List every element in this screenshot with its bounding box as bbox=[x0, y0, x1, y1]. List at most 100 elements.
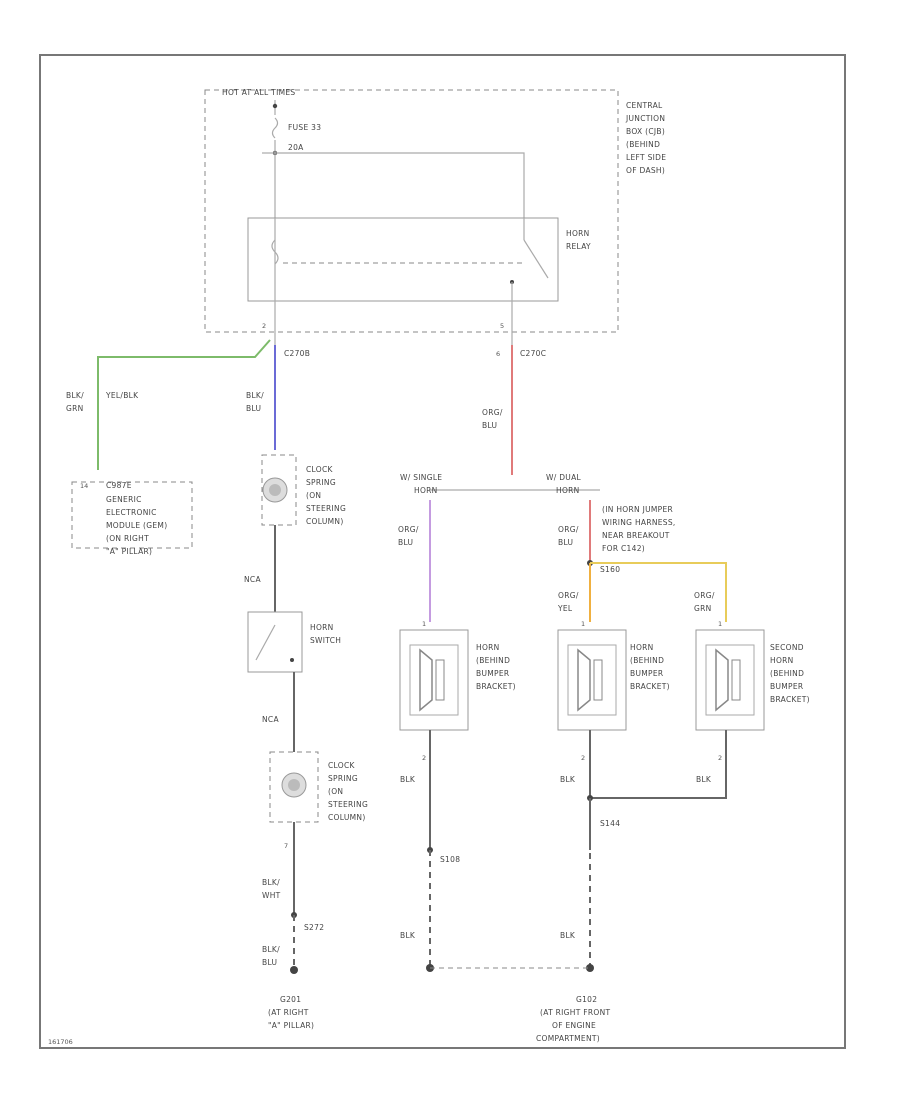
svg-text:(BEHIND: (BEHIND bbox=[476, 656, 510, 665]
horn-switch-label: HORN SWITCH bbox=[310, 623, 341, 645]
wire-grn-label: GRN bbox=[66, 404, 84, 413]
horn-mid-label: HORN (BEHIND BUMPER BRACKET) bbox=[630, 643, 670, 691]
svg-text:WHT: WHT bbox=[262, 891, 281, 900]
svg-text:OF DASH): OF DASH) bbox=[626, 166, 665, 175]
svg-text:(ON: (ON bbox=[306, 491, 321, 500]
svg-text:BLK/: BLK/ bbox=[262, 945, 280, 954]
horn-switch-contact bbox=[255, 624, 276, 661]
svg-text:BLU: BLU bbox=[262, 958, 277, 967]
svg-text:STEERING: STEERING bbox=[306, 504, 346, 513]
pin-c5-label: 5 bbox=[500, 322, 504, 330]
svg-text:G102: G102 bbox=[576, 995, 597, 1004]
connector-c270b-label: C270B bbox=[284, 349, 310, 358]
hot-at-all-times-label: HOT AT ALL TIMES bbox=[222, 88, 295, 97]
svg-text:HORN: HORN bbox=[770, 656, 794, 665]
svg-text:ORG/: ORG/ bbox=[558, 591, 579, 600]
svg-text:BUMPER: BUMPER bbox=[476, 669, 509, 678]
horn-left-label: HORN (BEHIND BUMPER BRACKET) bbox=[476, 643, 516, 691]
svg-text:(ON: (ON bbox=[328, 787, 343, 796]
svg-text:ORG/: ORG/ bbox=[558, 525, 579, 534]
svg-text:BLK/: BLK/ bbox=[262, 878, 280, 887]
horn-left-top-pin-label: 1 bbox=[422, 620, 426, 628]
horn-relay-label: HORN RELAY bbox=[566, 229, 591, 251]
ground-g102-symbol bbox=[586, 964, 594, 972]
svg-text:LEFT SIDE: LEFT SIDE bbox=[626, 153, 666, 162]
horn-right-pin-label: 2 bbox=[718, 754, 722, 762]
fuse-symbol bbox=[271, 117, 279, 139]
svg-text:(AT RIGHT FRONT: (AT RIGHT FRONT bbox=[540, 1008, 611, 1017]
clock-spring-bottom-label: CLOCK SPRING (ON STEERING COLUMN) bbox=[328, 761, 368, 822]
svg-text:(BEHIND: (BEHIND bbox=[626, 140, 660, 149]
svg-text:STEERING: STEERING bbox=[328, 800, 368, 809]
svg-text:GENERIC: GENERIC bbox=[106, 495, 142, 504]
svg-text:(BEHIND: (BEHIND bbox=[630, 656, 664, 665]
svg-text:CENTRAL: CENTRAL bbox=[626, 101, 663, 110]
splice-s160-label: S160 bbox=[600, 565, 620, 574]
wire-org-yel-label: ORG/ YEL bbox=[557, 591, 579, 613]
pin-bottom-7-label: 7 bbox=[284, 842, 288, 850]
blk-wire-right-horn bbox=[590, 730, 727, 799]
svg-text:"A" PILLAR): "A" PILLAR) bbox=[106, 547, 152, 556]
svg-text:(AT RIGHT: (AT RIGHT bbox=[268, 1008, 309, 1017]
splice-s272-label: S272 bbox=[304, 923, 324, 932]
svg-text:G201: G201 bbox=[280, 995, 301, 1004]
horn-switch-box bbox=[247, 611, 303, 673]
pin-c6-label: 6 bbox=[496, 350, 500, 358]
wire-org-blu-mid-label: ORG/ BLU bbox=[558, 525, 579, 547]
wire-blk-wht-label: BLK/ WHT bbox=[262, 878, 281, 900]
wire-blk-left-label: BLK bbox=[400, 775, 416, 784]
svg-text:BLU: BLU bbox=[398, 538, 413, 547]
ground-g201-label: G201 (AT RIGHT "A" PILLAR) bbox=[268, 995, 314, 1030]
svg-text:YEL: YEL bbox=[557, 604, 573, 613]
ground-g201-symbol bbox=[290, 966, 298, 974]
svg-text:HORN: HORN bbox=[414, 486, 438, 495]
wire-org-blu-left-label: ORG/ BLU bbox=[398, 525, 419, 547]
svg-text:NEAR BREAKOUT: NEAR BREAKOUT bbox=[602, 531, 670, 540]
splice-s144-label: S144 bbox=[600, 819, 620, 828]
svg-text:HORN: HORN bbox=[630, 643, 654, 652]
splice-s108-label: S108 bbox=[440, 855, 460, 864]
horn-relay-box bbox=[247, 217, 559, 302]
svg-text:GRN: GRN bbox=[694, 604, 712, 613]
svg-text:BLK/: BLK/ bbox=[246, 391, 264, 400]
svg-text:CLOCK: CLOCK bbox=[306, 465, 333, 474]
pin-c2-label: 2 bbox=[262, 322, 266, 330]
svg-text:ORG/: ORG/ bbox=[694, 591, 715, 600]
wire-blk-left-low-label: BLK bbox=[400, 931, 416, 940]
bus-node bbox=[272, 103, 278, 109]
horn-mid bbox=[557, 629, 627, 731]
svg-text:SECOND: SECOND bbox=[770, 643, 804, 652]
relay-switch-feed bbox=[275, 152, 525, 218]
svg-text:MODULE (GEM): MODULE (GEM) bbox=[106, 521, 167, 530]
svg-text:COMPARTMENT): COMPARTMENT) bbox=[536, 1034, 600, 1043]
svg-text:SPRING: SPRING bbox=[328, 774, 358, 783]
single-horn-label: W/ SINGLE HORN bbox=[400, 473, 442, 495]
wire-ylw-blk-label: YEL/BLK bbox=[105, 391, 139, 400]
svg-text:(IN HORN JUMPER: (IN HORN JUMPER bbox=[602, 505, 673, 514]
horn-right-label: SECOND HORN (BEHIND BUMPER BRACKET) bbox=[770, 643, 810, 704]
gem-connector-label: C987E bbox=[106, 481, 132, 490]
wire-blk-right-label: BLK bbox=[696, 775, 712, 784]
wire-blk-mid-low-label: BLK bbox=[560, 931, 576, 940]
svg-text:FOR C142): FOR C142) bbox=[602, 544, 645, 553]
svg-text:ORG/: ORG/ bbox=[482, 408, 503, 417]
horn-switch-terminal bbox=[290, 658, 294, 662]
wire-org-grn-label: ORG/ GRN bbox=[694, 591, 715, 613]
wire-nca-bottom-label: NCA bbox=[262, 715, 279, 724]
wire-nca-top-label: NCA bbox=[244, 575, 261, 584]
wire-blk-blu-bottom-label: BLK/ BLU bbox=[262, 945, 280, 967]
gem-module-label: GENERIC ELECTRONIC MODULE (GEM) (ON RIGH… bbox=[106, 495, 167, 556]
svg-text:JUNCTION: JUNCTION bbox=[625, 114, 665, 123]
svg-text:BRACKET): BRACKET) bbox=[770, 695, 810, 704]
svg-text:BLU: BLU bbox=[482, 421, 497, 430]
diagram-frame bbox=[39, 54, 846, 1049]
horn-mid-top-pin-label: 1 bbox=[581, 620, 585, 628]
svg-text:SWITCH: SWITCH bbox=[310, 636, 341, 645]
svg-text:HORN: HORN bbox=[476, 643, 500, 652]
svg-text:BRACKET): BRACKET) bbox=[630, 682, 670, 691]
svg-text:BUMPER: BUMPER bbox=[770, 682, 803, 691]
svg-text:(BEHIND: (BEHIND bbox=[770, 669, 804, 678]
svg-text:OF ENGINE: OF ENGINE bbox=[552, 1021, 596, 1030]
